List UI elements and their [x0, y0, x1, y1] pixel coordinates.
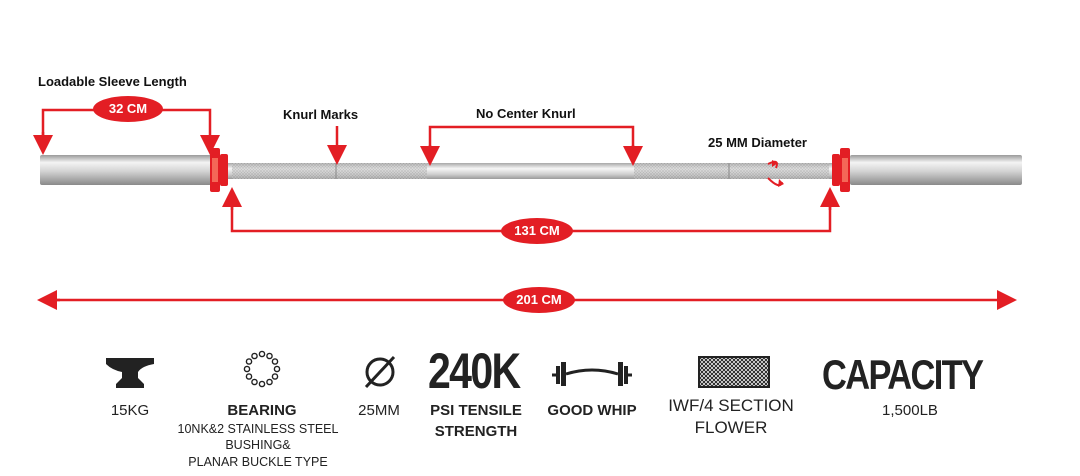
- diameter-label: 25 MM Diameter: [708, 135, 807, 150]
- bearing-ball: [266, 352, 273, 360]
- diameter-rotation-icon: [767, 160, 784, 187]
- bearing-ball: [271, 373, 279, 380]
- knurl-line-1: IWF/4 SECTION: [668, 396, 794, 415]
- bearing-line-3: PLANAR BUCKLE TYPE: [188, 455, 328, 469]
- no-center-knurl-label: No Center Knurl: [476, 106, 576, 121]
- knurl-pattern-icon: [698, 356, 770, 388]
- left-collar: [210, 148, 228, 192]
- bearing-ball: [245, 373, 253, 380]
- capacity-big-text: CAPACITY: [822, 351, 984, 398]
- bearing-ball: [273, 365, 281, 373]
- bearing-ring-icon: [243, 350, 281, 388]
- weight-label: 15KG: [110, 402, 150, 419]
- tensile-line-1: PSI TENSILE: [430, 402, 522, 419]
- bearing-ball: [245, 358, 253, 365]
- diameter-spec-label: 25MM: [358, 402, 400, 419]
- bearing-ball: [251, 378, 258, 386]
- sleeve-length-label: Loadable Sleeve Length: [38, 74, 187, 89]
- bearing-ball: [258, 350, 266, 358]
- right-collar: [832, 148, 850, 192]
- whip-label: GOOD WHIP: [547, 402, 637, 419]
- right-sleeve: [850, 155, 1022, 185]
- tensile-big-text: 240K: [428, 343, 521, 399]
- bearing-line-2: BUSHING&: [225, 438, 291, 452]
- whip-barbell-icon: [552, 362, 632, 386]
- left-sleeve: [40, 155, 212, 185]
- bearing-ball: [243, 365, 251, 373]
- tensile-line-2: STRENGTH: [434, 423, 518, 440]
- knurl-line-2: FLOWER: [694, 418, 768, 437]
- bearing-ball: [271, 358, 279, 365]
- knurl-section-left: [232, 163, 427, 179]
- sleeve-measure-badge: 32 CM: [93, 96, 163, 122]
- center-bracket: [428, 125, 635, 160]
- total-measure-badge: 201 CM: [503, 287, 575, 313]
- bearing-ball: [251, 352, 258, 360]
- bearing-title: BEARING: [227, 402, 297, 419]
- diameter-icon: [364, 355, 396, 389]
- bearing-ball: [266, 378, 273, 386]
- capacity-label: 1,500LB: [882, 402, 938, 419]
- barbell-diagram: [33, 108, 1022, 310]
- bearing-line-1: 10NK&2 STAINLESS STEEL: [177, 422, 339, 436]
- bearing-ball: [258, 380, 266, 388]
- shaft-measure-badge: 131 CM: [501, 218, 573, 244]
- anvil-icon: [106, 358, 154, 388]
- knurl-section-right: [634, 163, 829, 179]
- knurl-marks-label: Knurl Marks: [283, 107, 359, 122]
